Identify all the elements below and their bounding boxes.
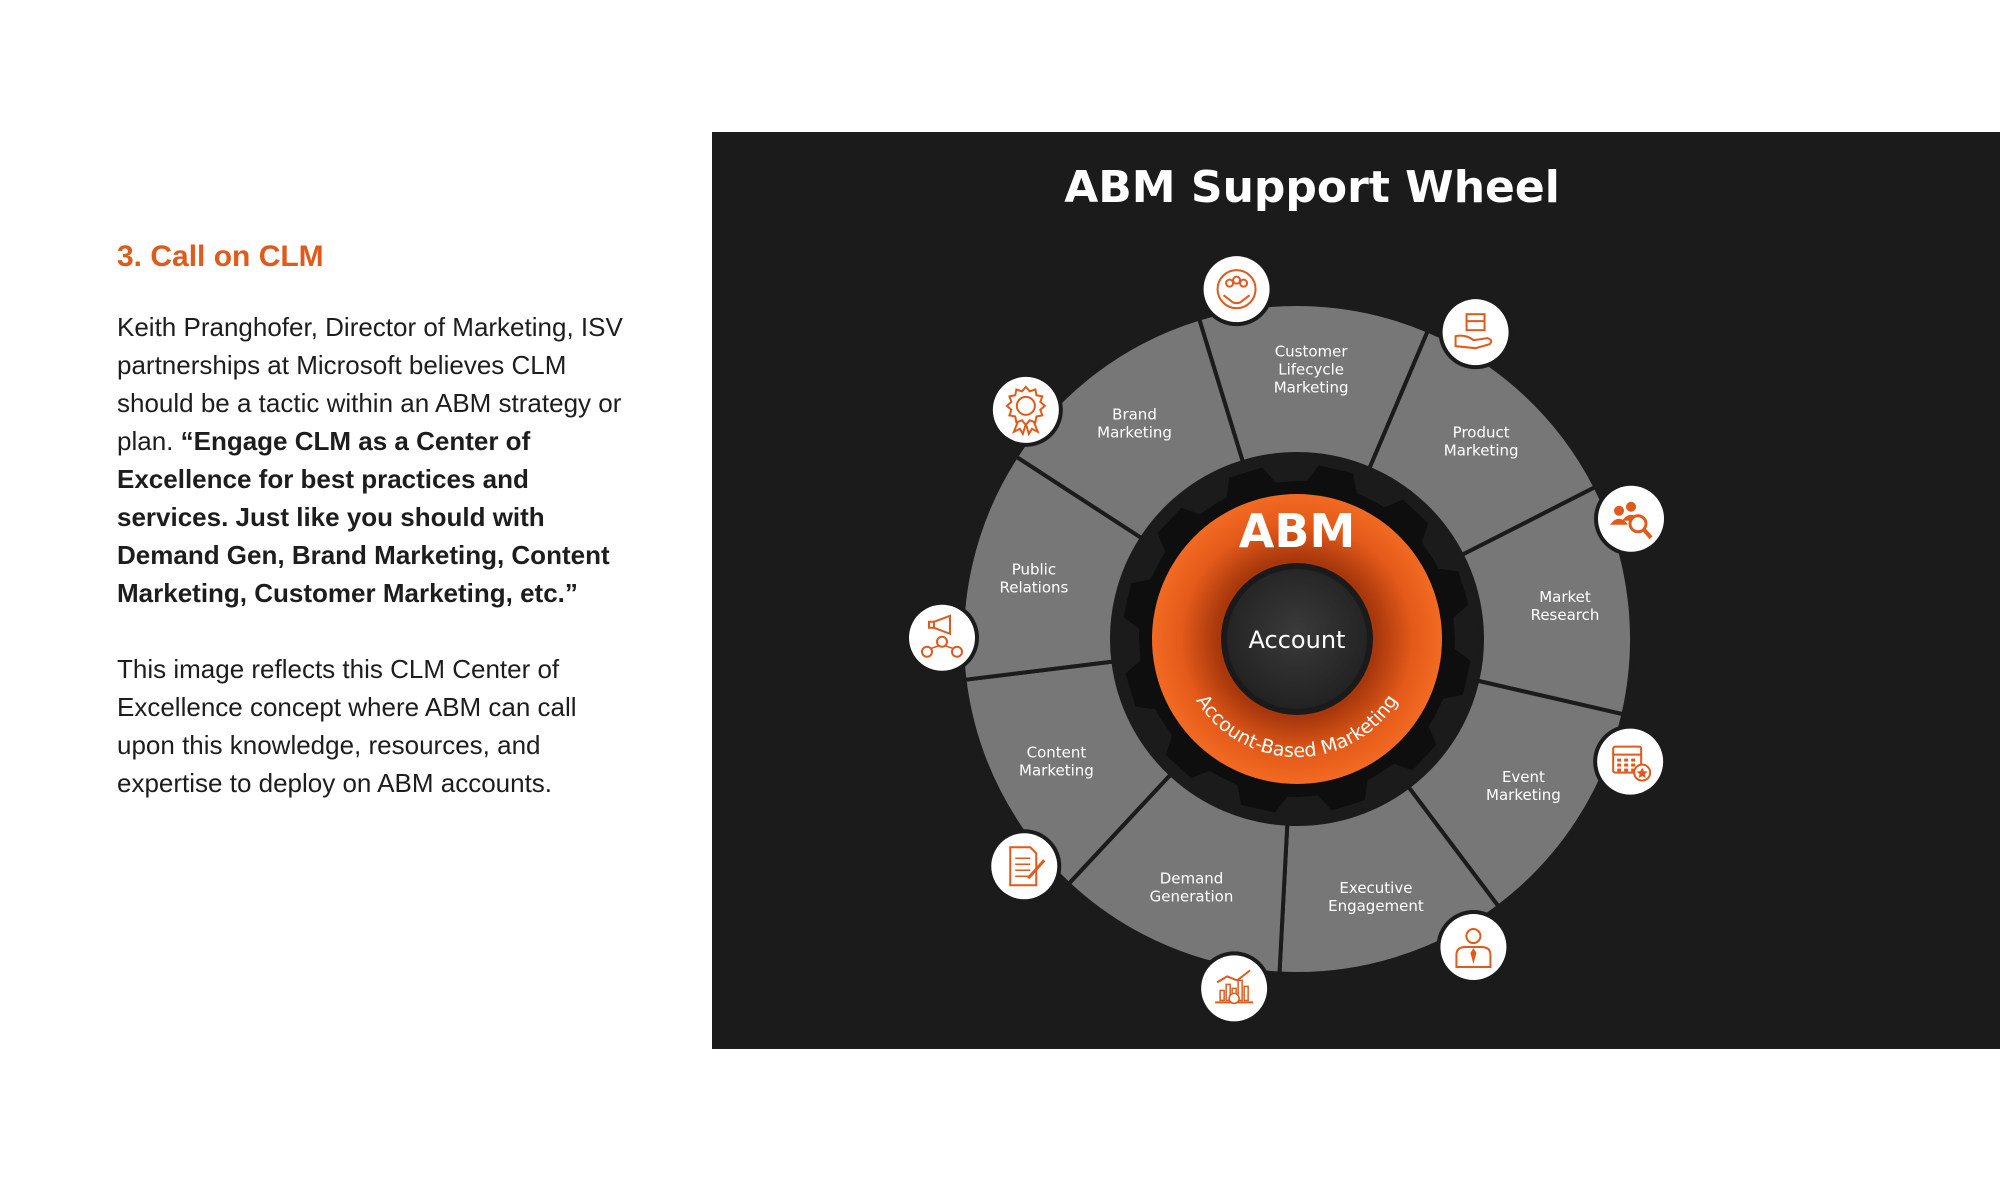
icon-circle bbox=[1442, 299, 1509, 366]
award-badge-icon bbox=[988, 372, 1063, 447]
segment-label-line: Research bbox=[1531, 606, 1600, 624]
icon-glyph bbox=[921, 614, 964, 658]
segment-label-line: Relations bbox=[999, 578, 1068, 596]
icon-glyph bbox=[1215, 969, 1254, 1005]
handshake-people-icon bbox=[1199, 252, 1274, 327]
segment-label-line: Content bbox=[1027, 744, 1087, 762]
businessman-icon bbox=[1436, 910, 1511, 985]
segment-label-line: Executive bbox=[1339, 879, 1412, 897]
account-hub bbox=[1227, 569, 1367, 709]
segment-label-line: Marketing bbox=[1019, 762, 1094, 780]
abm-center-title: ABM bbox=[1239, 504, 1355, 558]
icon-glyph bbox=[1454, 313, 1493, 350]
intro-text: Keith Pranghofer, Director of Marketing,… bbox=[117, 312, 623, 456]
segment-label-line: Event bbox=[1502, 768, 1545, 786]
segment-label-line: Brand bbox=[1112, 405, 1157, 423]
account-label: Account bbox=[1249, 626, 1346, 654]
box-in-hand-icon bbox=[1438, 295, 1513, 370]
concept-paragraph: This image reflects this CLM Center of E… bbox=[117, 654, 577, 798]
icon-circle bbox=[1203, 256, 1270, 323]
wheel-title: ABM Support Wheel bbox=[1064, 162, 1560, 213]
segment-label-line: Public bbox=[1012, 560, 1056, 578]
icon-glyph bbox=[1612, 745, 1652, 782]
megaphone-network-icon bbox=[905, 600, 980, 675]
segment-label-line: Marketing bbox=[1097, 423, 1172, 441]
segment-label-line: Marketing bbox=[1486, 786, 1561, 804]
quote-text: “Engage CLM as a Center of Excellence fo… bbox=[117, 426, 610, 608]
segment-label-line: Market bbox=[1539, 588, 1591, 606]
icon-glyph bbox=[1009, 846, 1046, 887]
section-heading: 3. Call on CLM bbox=[117, 240, 324, 273]
growth-chart-icon bbox=[1197, 951, 1272, 1026]
icon-circle bbox=[991, 833, 1058, 900]
segment-label-line: Customer bbox=[1275, 342, 1349, 360]
segment-label-line: Product bbox=[1453, 424, 1510, 442]
icon-glyph bbox=[1216, 269, 1257, 310]
document-pen-icon bbox=[987, 829, 1062, 904]
article-text: 3. Call on CLM Keith Pranghofer, Directo… bbox=[117, 240, 637, 840]
segment-label-line: Marketing bbox=[1444, 442, 1519, 460]
calendar-star-icon bbox=[1593, 724, 1668, 799]
icon-circle bbox=[909, 604, 976, 671]
people-magnifier-icon bbox=[1594, 481, 1669, 556]
segment-label-line: Marketing bbox=[1274, 378, 1349, 396]
icon-circle bbox=[1597, 728, 1664, 795]
segment-label-line: Lifecycle bbox=[1278, 360, 1344, 378]
intro-paragraph: Keith Pranghofer, Director of Marketing,… bbox=[117, 308, 637, 612]
icon-circle bbox=[992, 376, 1059, 443]
icon-glyph bbox=[1610, 501, 1653, 540]
icon-glyph bbox=[1455, 928, 1492, 969]
segment-label-line: Generation bbox=[1150, 888, 1234, 906]
icon-glyph bbox=[1005, 385, 1047, 437]
segment-label-line: Engagement bbox=[1328, 897, 1424, 915]
segment-label-line: Demand bbox=[1160, 870, 1224, 888]
